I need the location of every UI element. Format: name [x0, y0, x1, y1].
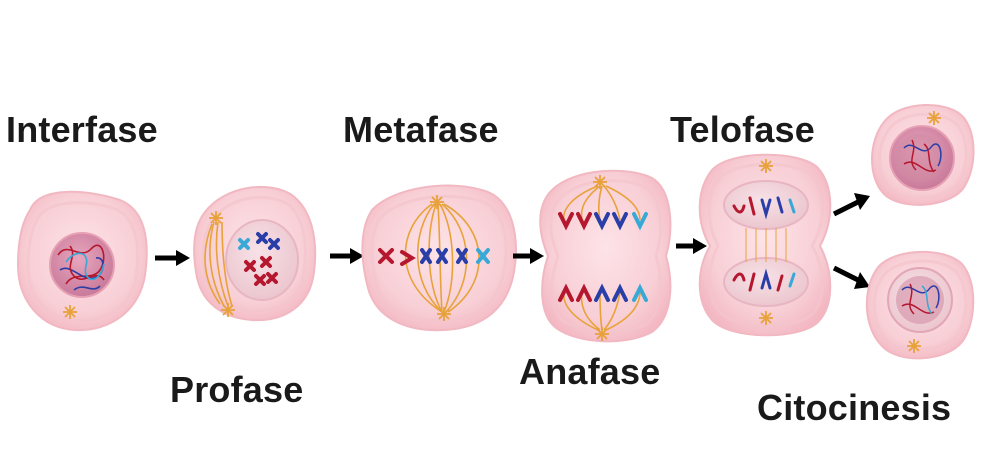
centrosome-icon: [436, 306, 452, 322]
cell-anafase: [539, 169, 672, 343]
centrosome-icon: [62, 304, 78, 320]
nucleus: [723, 180, 809, 230]
cell-interfase: [16, 190, 148, 332]
arrow-icon: [832, 193, 870, 217]
label-interfase: Interfase: [6, 109, 158, 150]
centrosome-icon: [926, 110, 942, 126]
cell-citocinesis-bottom: [865, 250, 975, 360]
centrosome-icon: [208, 210, 224, 226]
spindle-fibers: [204, 221, 233, 307]
chromosomes-icon: [732, 196, 796, 292]
cell-profase: [193, 185, 317, 322]
centrosome-icon: [594, 326, 610, 342]
arrow-icon: [155, 250, 190, 266]
label-anafase: Anafase: [519, 351, 661, 392]
arrow-icon: [676, 238, 707, 254]
arrow-icon: [832, 265, 870, 289]
cell-metafase: [361, 184, 517, 332]
chromatin-icon: [901, 283, 940, 315]
cell-telofase: [698, 153, 832, 337]
chromosomes-icon: [238, 232, 280, 286]
label-metafase: Metafase: [343, 109, 499, 150]
centrosome-icon: [758, 158, 774, 174]
centrosome-icon: [220, 302, 236, 318]
label-citocinesis: Citocinesis: [757, 387, 952, 428]
chromosomes-icon: [558, 212, 648, 302]
cell-citocinesis-top: [871, 103, 975, 206]
centrosome-icon: [906, 338, 922, 354]
centrosome-icon: [758, 310, 774, 326]
chromatin-icon: [903, 139, 942, 173]
nucleus: [723, 257, 809, 307]
label-profase: Profase: [170, 369, 304, 410]
centrosome-icon: [429, 194, 445, 210]
chromatin-icon: [57, 244, 105, 291]
centrosome-icon: [592, 174, 608, 190]
arrow-icon: [330, 248, 364, 264]
spindle-fibers: [745, 228, 787, 262]
label-telofase: Telofase: [670, 109, 815, 150]
arrow-icon: [513, 248, 544, 264]
chromosomes-icon: [378, 248, 490, 266]
